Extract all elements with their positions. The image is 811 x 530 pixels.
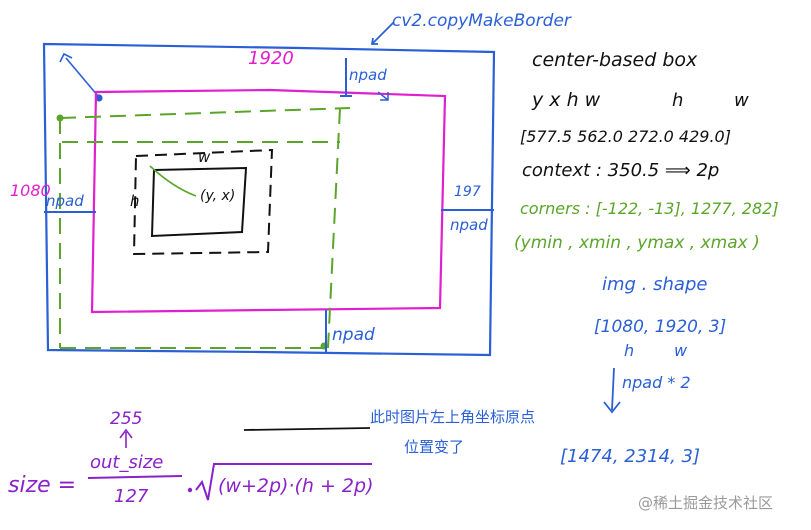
formula-sqrt bbox=[195, 463, 372, 501]
cv2-arrow bbox=[370, 21, 395, 45]
formula-numerator: out_size bbox=[90, 452, 163, 473]
watermark: @稀土掘金技术社区 bbox=[638, 494, 773, 512]
npad-right-label: npad bbox=[450, 216, 488, 234]
inner-h-label: h bbox=[130, 192, 140, 210]
npad-top-marker bbox=[340, 58, 352, 97]
box-values: [577.5 562.0 272.0 429.0] bbox=[520, 127, 731, 146]
chinese-note-line1: 此时图片左上角坐标原点 bbox=[370, 408, 535, 426]
formula-size-label: size = bbox=[8, 473, 76, 498]
npad-down-arrow bbox=[603, 367, 621, 414]
corner-shift-arrow bbox=[59, 52, 103, 102]
formula-above: 255 bbox=[110, 409, 142, 429]
chinese-note-pointer bbox=[243, 427, 371, 431]
npad-top-label: npad bbox=[349, 66, 387, 84]
context-top-left-dot bbox=[56, 114, 64, 122]
center-arrow bbox=[149, 165, 197, 197]
original-image-border bbox=[90, 88, 447, 314]
w-note-label: w bbox=[734, 90, 749, 111]
formula-denominator: 127 bbox=[114, 486, 149, 507]
formula-sqrt-expr: (w+2p)·(h + 2p) bbox=[218, 475, 374, 497]
center-box-title: center-based box bbox=[532, 49, 698, 71]
size-formula: 255 size = out_size 127 (w+2p)·(h + 2p) bbox=[8, 409, 374, 507]
img-shape-label: img . shape bbox=[602, 274, 707, 295]
shape-h-label: h bbox=[624, 341, 634, 360]
context-box bbox=[59, 107, 351, 349]
formula-dot bbox=[187, 487, 193, 493]
h-note-label: h bbox=[672, 90, 683, 111]
target-context-box bbox=[132, 148, 274, 256]
shape-w-label: w bbox=[674, 341, 688, 360]
formula-fraction-bar bbox=[87, 475, 183, 479]
num-197-label: 197 bbox=[454, 184, 481, 200]
new-shape-values: [1474, 2314, 3] bbox=[560, 446, 700, 467]
yxhw-label: y x h w bbox=[531, 89, 601, 111]
shape-values: [1080, 1920, 3] bbox=[594, 317, 726, 337]
npad-times2-label: npad * 2 bbox=[622, 373, 691, 392]
corners-legend: (ymin , xmin , ymax , xmax ) bbox=[514, 233, 760, 253]
width-1920-label: 1920 bbox=[248, 48, 294, 69]
context-note: context : 350.5 ⟹ 2p bbox=[522, 160, 719, 181]
npad-top-arrow bbox=[377, 91, 389, 101]
height-1080-label: 1080 bbox=[10, 181, 51, 200]
target-box bbox=[150, 166, 248, 238]
formula-up-arrow bbox=[119, 428, 133, 448]
chinese-note-line2: 位置变了 bbox=[404, 438, 464, 456]
npad-left-label: npad bbox=[46, 192, 84, 210]
npad-bottom-label: npad bbox=[332, 325, 375, 345]
padded-image-border bbox=[42, 42, 496, 357]
inner-w-label: w bbox=[198, 148, 211, 166]
corners-note: corners : [-122, -13], 1277, 282] bbox=[520, 199, 779, 218]
cv2-label: cv2.copyMakeBorder bbox=[392, 11, 572, 31]
inner-center-label: (y, x) bbox=[200, 188, 235, 204]
